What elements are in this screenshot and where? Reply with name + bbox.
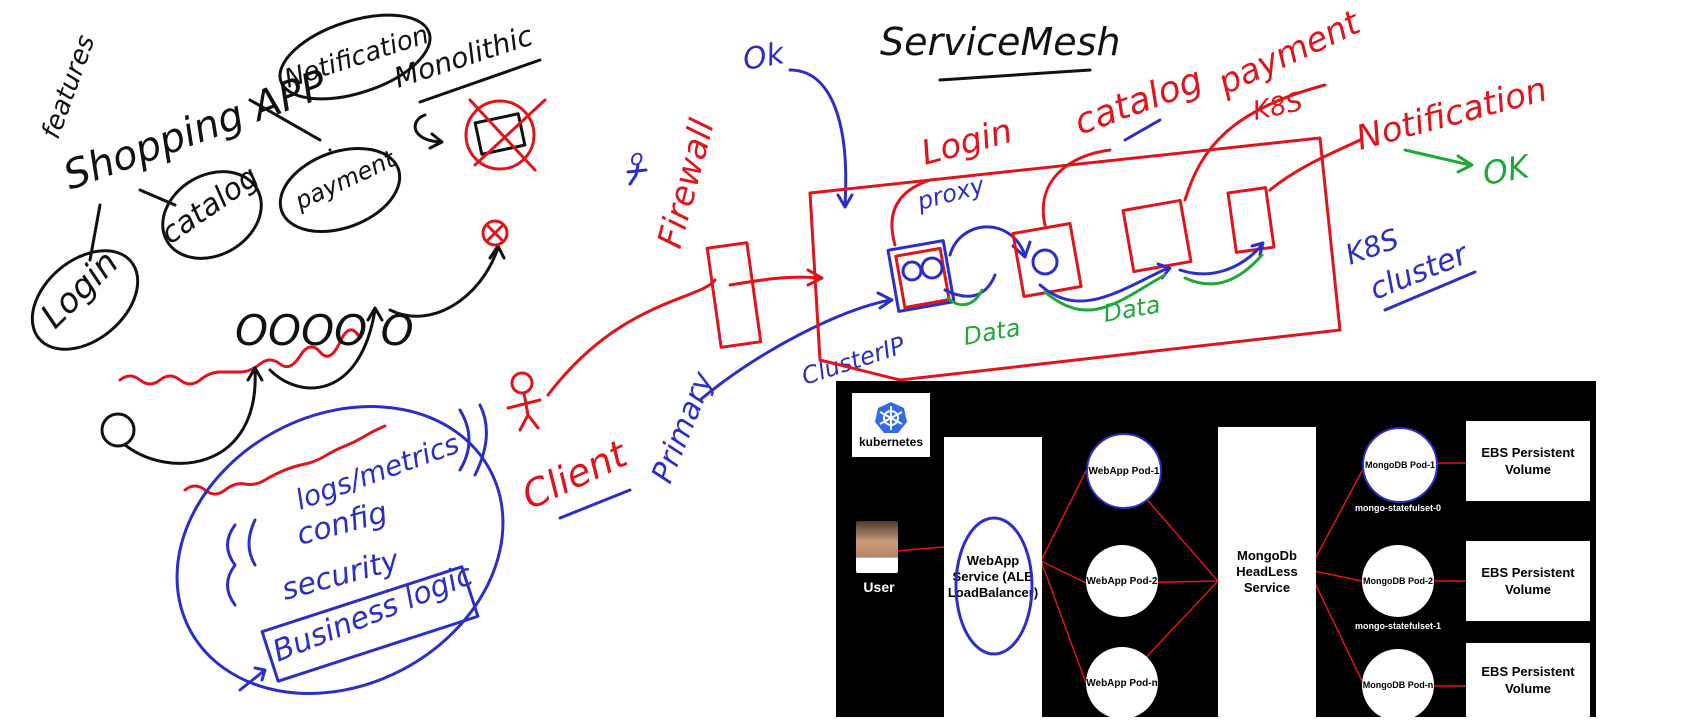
client-request-arrow	[546, 268, 824, 397]
mongodb-pod-n: MongoDB Pod-n	[1362, 649, 1434, 721]
flow-arrows	[123, 244, 506, 465]
mongodb-headless-service-box: MongoDb HeadLess Service	[1218, 427, 1316, 717]
monolith-arrow	[413, 113, 444, 150]
ebs-volume-n: EBS Persistent Volume	[1466, 643, 1590, 717]
service-mesh-underline	[938, 68, 1092, 82]
red-wavy-line-bottom	[183, 424, 387, 496]
primary-label: Primary	[645, 366, 722, 488]
features-label: features	[36, 31, 101, 143]
user-label: User	[863, 579, 895, 595]
mesh-catalog-underline	[1123, 118, 1162, 142]
kubernetes-helm-icon	[875, 402, 907, 433]
ok-top-arrow	[788, 68, 854, 209]
mesh-ok-right-label: OK	[1480, 147, 1535, 193]
mesh-catalog-pod	[1031, 248, 1059, 276]
mongodb-pod-2-label: MongoDB Pod-2	[1363, 575, 1433, 586]
webapp-pod-1: WebApp Pod-1	[1086, 433, 1162, 509]
ok-top-label: Ok	[740, 36, 788, 78]
monolith-box	[473, 112, 527, 156]
circles-sequence: OOOO O	[235, 306, 414, 355]
user-avatar	[856, 521, 898, 573]
mongodb-pod-2: MongoDB Pod-2	[1362, 545, 1434, 617]
kubernetes-logo: kubernetes	[852, 393, 930, 457]
monolith-cross-circle	[464, 99, 536, 171]
mesh-notification-box	[1226, 186, 1276, 254]
login-ellipse	[30, 249, 140, 351]
k8s-cluster-boundary	[808, 136, 1342, 382]
flow-end-circle	[481, 219, 509, 247]
mongodb-pod-n-label: MongoDB Pod-n	[1362, 679, 1434, 690]
client-underline	[558, 488, 632, 520]
client-label: Client	[515, 431, 635, 518]
mesh-ok-arrow	[1403, 148, 1474, 174]
webapp-service-box: WebApp Service (ALB LoadBalancer)	[944, 437, 1042, 717]
firewall-block	[705, 241, 763, 349]
k8s-cluster-underline	[1383, 270, 1477, 312]
mesh-login-proxy-box	[886, 239, 956, 313]
mesh-login-pod-2	[920, 256, 944, 280]
webapp-pod-n-label: WebApp Pod-n	[1086, 677, 1158, 689]
mesh-login-pod-box	[894, 246, 951, 309]
sidecar-ellipse	[175, 405, 505, 695]
webapp-pod-n: WebApp Pod-n	[1086, 647, 1158, 719]
webapp-pod-1-label: WebApp Pod-1	[1088, 465, 1160, 477]
mongodb-pod-1-label: MongoDB Pod-1	[1365, 459, 1435, 470]
mesh-login-label: Login	[917, 111, 1017, 174]
mongodb-pod-1: MongoDB Pod-1	[1362, 427, 1438, 503]
monolithic-underline	[418, 58, 542, 104]
kubernetes-diagram: kubernetes User WebApp Service (ALB Load…	[836, 381, 1596, 721]
mesh-catalog-box	[1011, 221, 1083, 299]
ebs-volume-2: EBS Persistent Volume	[1466, 541, 1590, 621]
primary-arrow	[698, 291, 894, 402]
notification-ellipse	[278, 13, 432, 101]
mesh-data-label-1: Data	[961, 313, 1022, 351]
client-body	[506, 391, 542, 432]
ebs-volume-2-label: EBS Persistent Volume	[1481, 565, 1575, 597]
mesh-data-link-1	[943, 241, 1265, 303]
ebs-volume-1: EBS Persistent Volume	[1466, 421, 1590, 501]
mesh-login-pod	[901, 260, 923, 282]
sidecar-braces	[226, 403, 488, 607]
kubernetes-logo-text: kubernetes	[858, 435, 924, 449]
payment-ellipse	[278, 146, 402, 234]
mesh-payment-box	[1121, 198, 1193, 274]
mesh-notification-label: Notification	[1352, 69, 1551, 158]
statefulset-label-0: mongo-statefulset-0	[1354, 503, 1441, 513]
flow-end-cross	[485, 223, 505, 243]
statefulset-label-1: mongo-statefulset-1	[1354, 621, 1441, 631]
stick-figure-small-body	[626, 163, 648, 186]
mongodb-headless-service-label: MongoDb HeadLess Service	[1236, 548, 1298, 595]
webapp-service-label: WebApp Service (ALB LoadBalancer)	[947, 553, 1039, 600]
catalog-ellipse	[161, 170, 263, 260]
mesh-connectors	[890, 83, 1362, 247]
webapp-pod-2: WebApp Pod-2	[1086, 545, 1158, 617]
monolith-cross	[468, 98, 547, 172]
stick-figure-small: o	[630, 146, 643, 171]
ebs-volume-n-label: EBS Persistent Volume	[1481, 664, 1575, 696]
client-head	[510, 371, 534, 395]
flow-start-circle	[100, 412, 136, 448]
business-logic-box	[260, 565, 480, 683]
service-mesh-title: ServiceMesh	[880, 20, 1121, 64]
business-logic-arrow	[238, 666, 267, 692]
firewall-label: Firewall	[650, 114, 723, 252]
webapp-pod-2-label: WebApp Pod-2	[1086, 575, 1158, 587]
mesh-data-link-green	[946, 253, 1264, 312]
ebs-volume-1-label: EBS Persistent Volume	[1481, 445, 1575, 477]
red-wavy-line-top	[118, 328, 362, 386]
app-connectors	[88, 98, 332, 262]
